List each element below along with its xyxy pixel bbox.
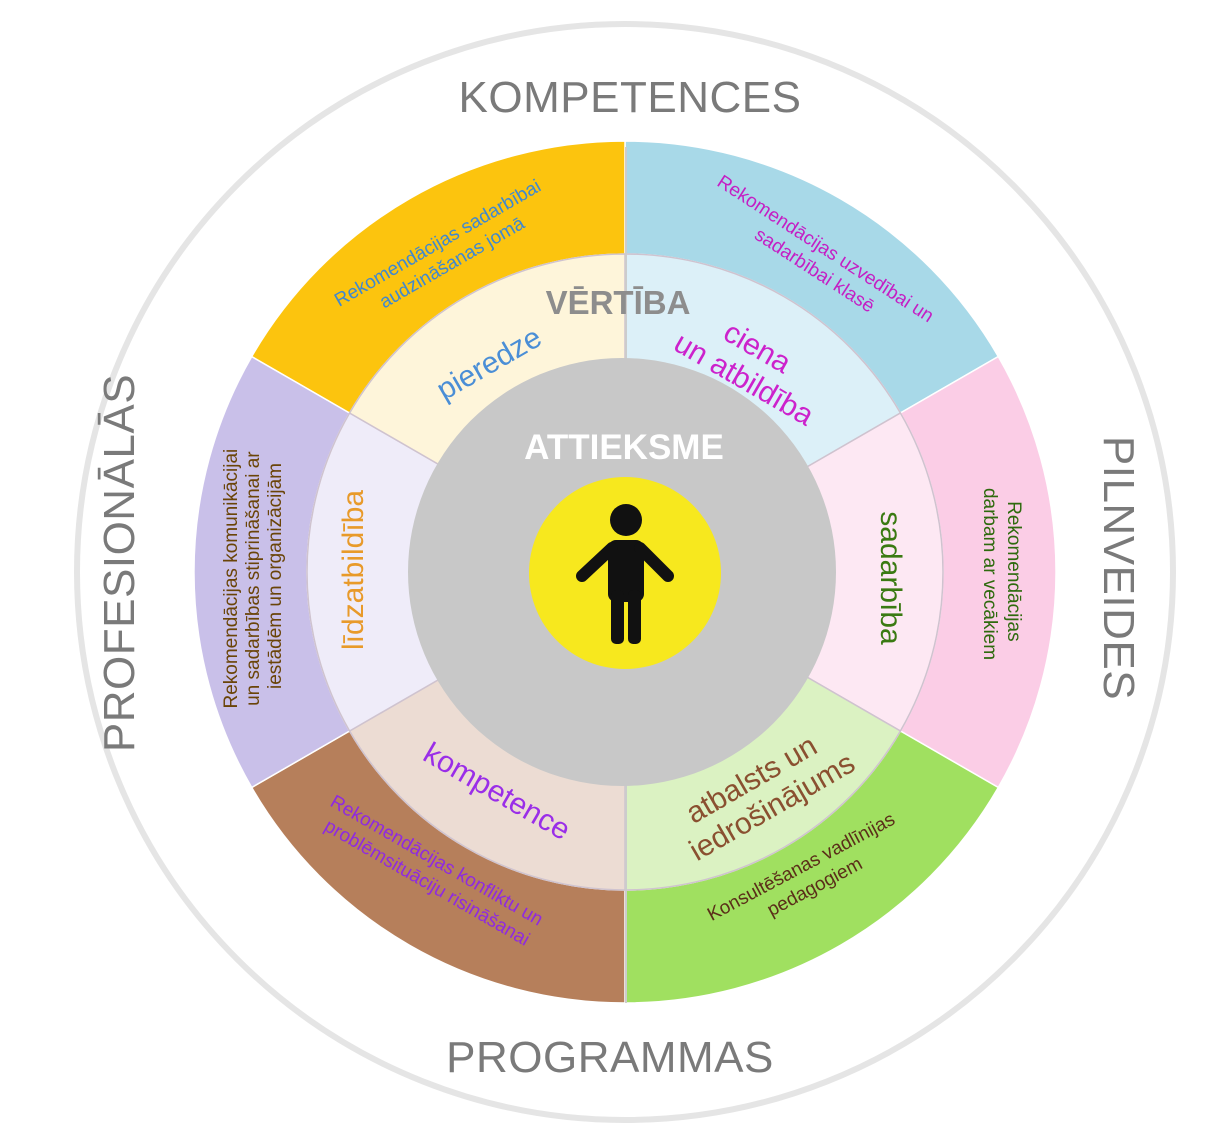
outer-label-top: KOMPETENCES [459, 73, 802, 122]
value-label-lidzatbildiba: līdzatbildība [337, 490, 370, 650]
outer-label-right: PILNVEIDES [1094, 436, 1143, 700]
recommendation-lidzatbildiba-line3: iestādēm un organizācijām [265, 463, 286, 689]
recommendation-lidzatbildiba-line1: Rekomendācijas komunikācijai [221, 449, 242, 709]
center-label-middle: ATTIEKSME [524, 428, 724, 467]
recommendation-lidzatbildiba: Rekomendācijas komunikācijai un sadarbīb… [221, 443, 286, 708]
segments-layer [193, 140, 1057, 1004]
recommendation-sadarbiba-line1: Rekomendācijas [1003, 501, 1024, 641]
outer-ring [74, 21, 1176, 1123]
recommendation-sadarbiba: Rekomendācijas darbam ar vecākiem [979, 488, 1024, 660]
recommendation-lidzatbildiba-line2: un sadarbības stiprināšanai ar [243, 451, 264, 706]
recommendation-sadarbiba-line2: darbam ar vecākiem [979, 488, 1000, 660]
outer-label-bottom: PROGRAMMAS [446, 1033, 774, 1082]
value-label-sadarbiba: sadarbība [874, 511, 907, 645]
outer-label-left: PROFESIONĀLĀS [95, 374, 144, 752]
center-label-top: VĒRTĪBA [546, 284, 691, 321]
person-icon [576, 504, 674, 644]
